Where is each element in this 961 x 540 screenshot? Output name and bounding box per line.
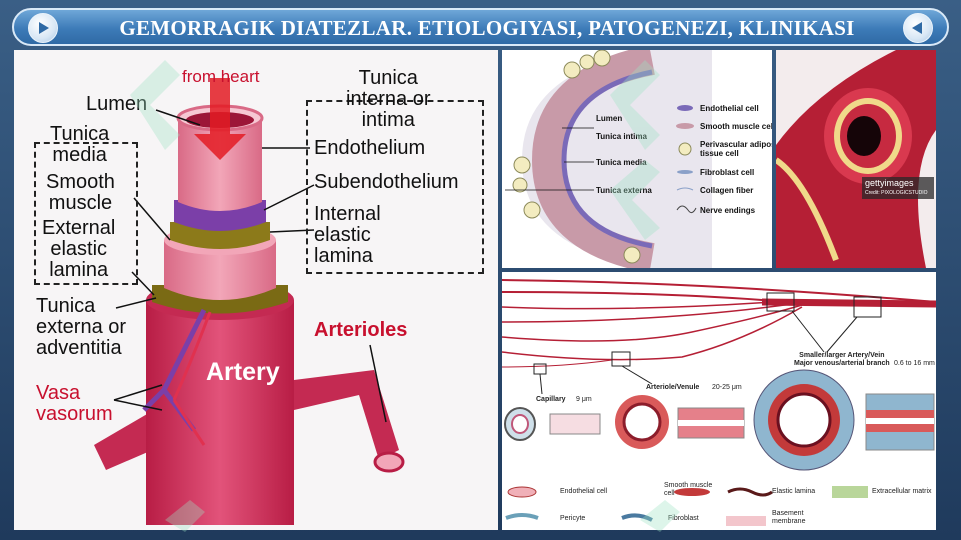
lumen-label: Lumen — [86, 93, 148, 115]
wall-legend-1: Smooth muscle cell — [700, 122, 772, 131]
branch-legend-1: Smooth muscle cell — [664, 482, 713, 497]
wall-legend-5: Nerve endings — [700, 206, 756, 215]
tunica-interna-bracket — [306, 100, 484, 274]
title-bar: GEMORRAGIK DIATEZLAR. ETIOLOGIYASI, PATO… — [12, 8, 949, 46]
smooth-muscle-label: Smooth muscle — [46, 171, 115, 214]
arteriole-size: 20-25 μm — [712, 384, 742, 391]
wall-lumen-label: Lumen — [596, 114, 623, 123]
play-right-icon — [39, 22, 49, 34]
vasa-vasorum-label: Vasa vasorum — [36, 382, 113, 425]
elastic-layer-line — [776, 157, 839, 262]
getty-credit: Credit: PIXOLOGICSTUDIO — [865, 190, 928, 196]
smooth-muscle-legend-icon — [676, 123, 694, 129]
vessel-wall-diagram: Lumen Tunica intima Tunica media Tunica … — [502, 50, 772, 268]
branch-legend-0: Endothelial cell — [560, 488, 608, 495]
leader-lines — [113, 109, 387, 423]
intima-tube — [178, 118, 262, 211]
tunica-interna-label: Tunica interna or intima — [346, 67, 431, 131]
internal-elastic-band — [170, 222, 270, 249]
capillary-size: 9 μm — [576, 396, 592, 403]
collagen-legend-icon — [676, 187, 694, 191]
artery-3d-illustration — [776, 50, 936, 268]
artery-trunk — [146, 300, 294, 525]
branching-illustration — [502, 279, 936, 526]
adipose-legend-icon — [678, 142, 692, 156]
artery-3d-image: gettyimages Credit: PIXOLOGICSTUDIO — [776, 50, 936, 268]
media-layer — [164, 240, 276, 300]
tunica-media-label: Tunica media — [50, 123, 110, 166]
nerve-legend-icon — [676, 205, 697, 214]
wall-tunica-intima-label: Tunica intima — [596, 132, 647, 141]
zoom-boxes — [533, 292, 882, 395]
vasa-vasorum-red — [172, 311, 212, 446]
next-slide-button[interactable] — [903, 13, 933, 43]
branch-legend-6: Basement membrane — [772, 510, 806, 525]
artery-vein-size: 0.6 to 16 mm — [894, 360, 935, 367]
intima-ring — [561, 69, 653, 249]
branch-legend-3: Extracellular matrix — [872, 488, 932, 495]
from-heart-label: from heart — [182, 67, 260, 86]
internal-elastic-lamina-label: Internal elastic lamina — [314, 203, 381, 267]
wall-tunica-media-label: Tunica media — [596, 158, 647, 167]
vessel-wall-illustration — [505, 50, 712, 268]
wall-leader-lines — [505, 127, 594, 191]
endothelium-label: Endothelium — [314, 137, 426, 159]
arteriole-cross-section — [615, 395, 745, 449]
branch-legend-icons — [505, 486, 868, 526]
arteriole-label: Arteriole/Venule — [646, 384, 700, 391]
play-left-icon — [912, 22, 922, 34]
artery-illustration — [94, 78, 405, 525]
artery-vein-label: Smaller/larger Artery/Vein Major venous/… — [794, 352, 890, 367]
flow-arrow-shaft — [210, 78, 230, 134]
subendothelium-label: Subendothelium — [314, 171, 459, 193]
vessel-branching-diagram: Capillary 9 μm Arteriole/Venule 20-25 μm… — [502, 272, 936, 530]
flow-arrow-head — [194, 134, 246, 160]
artery-cross-section — [753, 369, 935, 471]
arteriole-opening — [373, 451, 405, 473]
lumen-dark — [847, 116, 881, 156]
external-elastic-lamina-label: External elastic lamina — [42, 217, 116, 281]
branch-legend-2: Elastic lamina — [772, 488, 816, 495]
capillary-label: Capillary — [536, 396, 566, 403]
wall-tunica-externa-label: Tunica externa — [596, 186, 652, 195]
prev-slide-button[interactable] — [28, 13, 58, 43]
branch-legend-5: Fibroblast — [668, 515, 699, 522]
artery-label: Artery — [206, 358, 280, 386]
adipose-cells — [512, 50, 641, 264]
wall-legend-3: Fibroblast cell — [700, 168, 755, 177]
getty-watermark: gettyimages Credit: PIXOLOGICSTUDIO — [862, 177, 934, 199]
wall-legend-2: Perivascular adipose tissue cell — [700, 140, 772, 158]
wall-legend-4: Collagen fiber — [700, 186, 754, 195]
endothelial-legend-icon — [677, 105, 693, 111]
artery-layers-diagram: from heart Lumen Tunica media Smooth mus… — [14, 50, 498, 530]
tunica-media-bracket — [34, 142, 138, 285]
tunica-externa-label: Tunica externa or adventitia — [36, 295, 127, 359]
arterioles-label: Arterioles — [314, 319, 408, 341]
slide-title: GEMORRAGIK DIATEZLAR. ETIOLOGIYASI, PATO… — [119, 16, 855, 40]
capillary-cross-section — [504, 407, 601, 441]
getty-logo-text: gettyimages — [865, 178, 914, 188]
fibroblast-legend-icon — [677, 170, 693, 174]
wall-legend-0: Endothelial cell — [700, 104, 759, 113]
right-branch — [294, 370, 399, 460]
branch-legend-4: Pericyte — [560, 515, 586, 522]
media-ring — [531, 50, 656, 268]
